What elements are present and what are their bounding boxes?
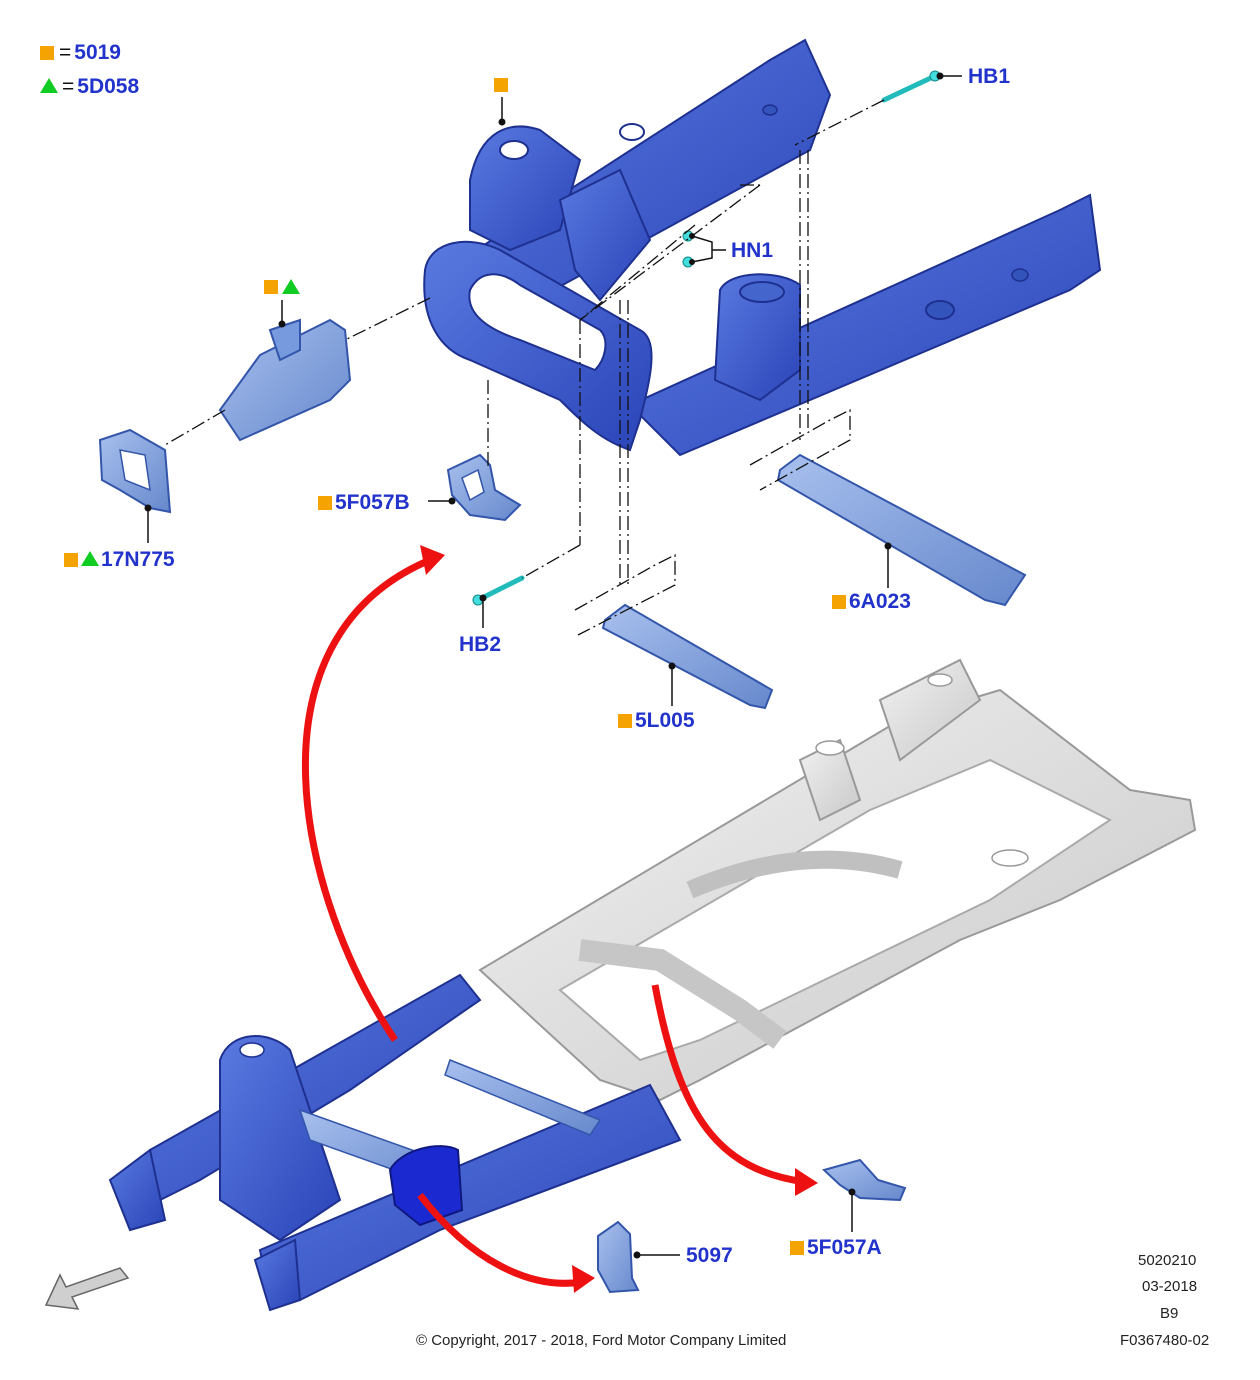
legend-triangle-icon [282,279,300,294]
legend-square-code: 5019 [74,41,121,64]
front-subframe-exploded [423,38,1102,457]
legend-square-icon [618,714,632,728]
legend-triangle-icon [81,551,99,566]
crossmember-6a023 [776,453,1027,607]
callout-17n775: 17N775 [64,549,175,570]
legend-square-icon [790,1241,804,1255]
figure-revision: B9 [1160,1305,1179,1322]
callout-5f057a: 5F057A [790,1237,882,1258]
legend-triangle-row: =5D058 [40,76,139,97]
figure-code: 5020210 [1138,1252,1197,1269]
front-direction-arrow-icon [44,1267,130,1310]
assembly-lines [164,99,885,636]
callout-5f057b: 5F057B [318,492,410,513]
full-chassis [108,658,1197,1312]
legend-square-row: =5019 [40,42,121,63]
bracket-17n775 [98,428,172,514]
legend-square-icon [40,46,54,60]
callout-5l005: 5L005 [618,710,695,731]
bracket-5f057a [822,1158,907,1202]
leader-lines [147,75,962,1256]
mount-17n775 [218,318,352,442]
figure-id: F0367480-02 [1120,1332,1210,1349]
fastener-hb1 [881,70,941,103]
legend-square-icon [318,496,332,510]
fastener-hb2 [472,575,525,606]
callout-6a023: 6A023 [832,591,911,612]
bracket-5097 [597,1220,640,1294]
callout-hb1: HB1 [968,65,1011,88]
callout-5097: 5097 [686,1244,733,1267]
legend-square-icon [494,78,508,92]
legend-square-icon [264,280,278,294]
legend-triangle-icon [40,78,58,93]
crossmember-5l005 [601,603,774,710]
legend-square-icon [64,553,78,567]
copyright-notice: © Copyright, 2017 - 2018, Ford Motor Com… [416,1332,787,1349]
leader-dots [144,72,944,1259]
legend-square-icon [832,595,846,609]
bracket-5f057b [446,453,522,522]
figure-date: 03-2018 [1142,1278,1198,1295]
callout-hn1: HN1 [731,239,774,262]
legend-triangle-code: 5D058 [77,75,140,98]
red-arrows [302,545,818,1293]
callout-hb2: HB2 [459,633,502,656]
